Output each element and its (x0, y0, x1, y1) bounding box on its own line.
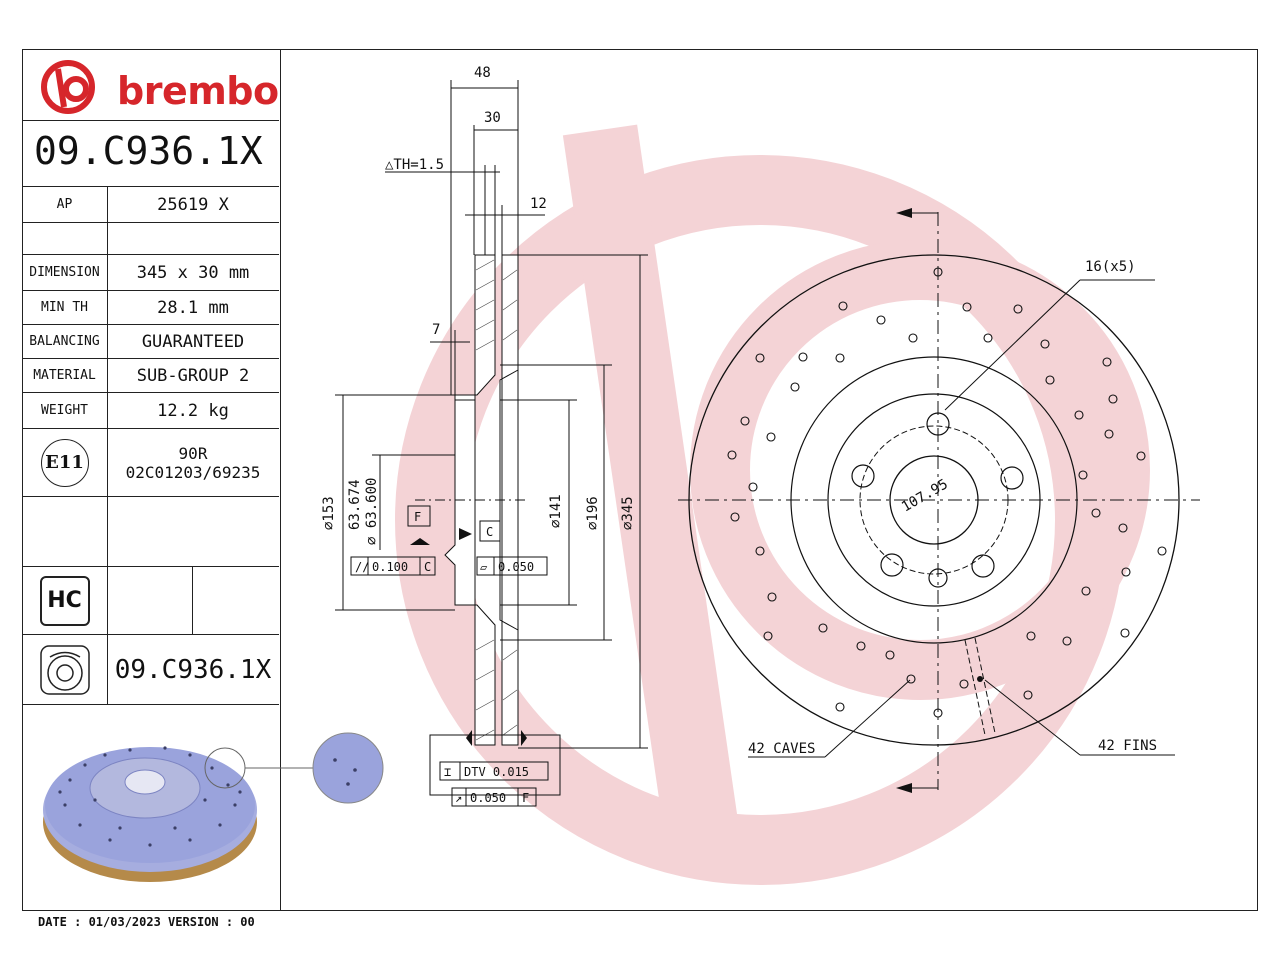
parallel-tolerance: 0.100 (372, 560, 408, 574)
parallel-icon: // (355, 560, 369, 574)
part-number: 09.C936.1X (34, 129, 263, 173)
runout-datum: F (522, 791, 529, 805)
ap-label: AP (22, 187, 108, 222)
dim-30: 30 (484, 110, 501, 126)
min-th-row: MIN TH 28.1 mm (22, 291, 279, 325)
runout-icon: ↗ (455, 791, 462, 805)
datum-c: C (486, 525, 493, 539)
fins-callout: 42 FINS (1098, 738, 1157, 754)
balancing-row: BALANCING GUARANTEED (22, 325, 279, 359)
dim-345: ∅345 (620, 496, 636, 530)
pcd-label: 107.95 (899, 476, 951, 515)
disc-profile-icon (39, 644, 90, 695)
holes-callout: 16(x5) (1085, 259, 1136, 275)
footer-date-version: DATE : 01/03/2023 VERSION : 00 (38, 915, 255, 929)
part-number-bottom: 09.C936.1X (114, 654, 272, 685)
approval-row: E11 90R 02C01203/69235 (22, 429, 279, 497)
material-row: MATERIAL SUB-GROUP 2 (22, 359, 279, 393)
approval-line1: 90R (178, 443, 208, 463)
info-panel: brembo 09.C936.1X AP 25619 X DIMENSION 3… (22, 49, 281, 911)
weight-row: WEIGHT 12.2 kg (22, 393, 279, 429)
dim-141: ∅141 (548, 494, 564, 528)
ap-value: 25619 X (157, 194, 229, 215)
empty-row (22, 497, 279, 567)
material-label: MATERIAL (22, 359, 108, 392)
flatness-tolerance: 0.050 (498, 560, 534, 574)
hc-cell: HC (22, 567, 108, 634)
weight-value: 12.2 kg (157, 400, 229, 421)
datum-f: F (414, 510, 421, 524)
weight-label: WEIGHT (22, 393, 108, 428)
min-th-value: 28.1 mm (157, 297, 229, 318)
drawing-frame (22, 49, 1258, 911)
part-number-bottom-row: 09.C936.1X (22, 635, 279, 705)
dim-63-lower: ∅ 63.600 (364, 478, 380, 545)
dim-48: 48 (474, 65, 491, 81)
logo-row: brembo (22, 49, 279, 121)
material-value: SUB-GROUP 2 (136, 365, 250, 386)
brembo-logo-icon (41, 60, 95, 114)
blank-cell (22, 223, 108, 254)
dim-th: △TH=1.5 (385, 157, 444, 173)
disc-symbol-cell (22, 635, 108, 704)
empty-cell (22, 497, 108, 566)
approval-line2: 02C01203/69235 (125, 462, 261, 482)
runout-tolerance: 0.050 (470, 791, 506, 805)
hc-divider (192, 567, 193, 634)
approval-mark-cell: E11 (22, 429, 108, 496)
dim-63-upper: 63.674 (347, 479, 363, 530)
approval-text: 90R 02C01203/69235 (107, 429, 279, 496)
dim-12: 12 (530, 196, 547, 212)
parallel-datum: C (424, 560, 431, 574)
ap-row: AP 25619 X (22, 187, 279, 223)
brand-name: brembo (117, 69, 279, 113)
blank-row (22, 223, 279, 255)
hc-icon: HC (39, 575, 90, 626)
caves-callout: 42 CAVES (748, 741, 815, 757)
dim-153: ∅153 (321, 496, 337, 530)
dim-196: ∅196 (585, 496, 601, 530)
hc-row: HC (22, 567, 279, 635)
dtv-icon: ⌶ (444, 765, 451, 779)
part-number-row: 09.C936.1X (22, 121, 279, 187)
flatness-icon: ▱ (480, 560, 488, 574)
dimension-value: 345 x 30 mm (136, 262, 250, 283)
dimension-label: DIMENSION (22, 255, 108, 290)
e11-mark-icon: E11 (40, 438, 89, 487)
dim-7: 7 (432, 322, 440, 338)
dtv-tolerance: DTV 0.015 (464, 765, 529, 779)
balancing-label: BALANCING (22, 325, 108, 358)
min-th-label: MIN TH (22, 291, 108, 324)
balancing-value: GUARANTEED (141, 331, 245, 352)
dimension-row: DIMENSION 345 x 30 mm (22, 255, 279, 291)
